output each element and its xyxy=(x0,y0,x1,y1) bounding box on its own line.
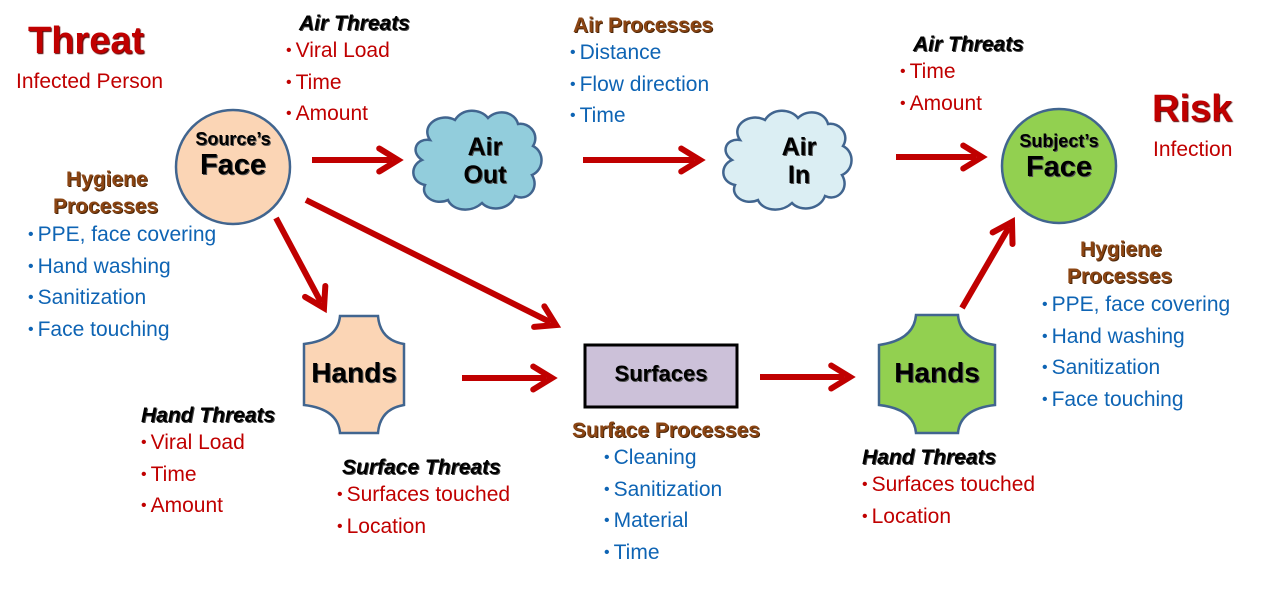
surface-processes: Surface Processes Cleaning Sanitization … xyxy=(572,419,760,569)
hand-threats-subject-heading: Hand Threats xyxy=(862,446,997,469)
list-item: PPE, face covering xyxy=(28,220,217,252)
arrowhead-icon xyxy=(531,303,562,330)
list-item: Material xyxy=(604,506,760,538)
surface-threats: Surface Threats Surfaces touched Locatio… xyxy=(337,456,510,543)
list-item: Viral Load xyxy=(141,428,275,460)
list-item: Hand washing xyxy=(1042,322,1230,354)
hygiene-source-heading-line1: Hygiene xyxy=(66,168,148,191)
list-item: Distance xyxy=(570,38,713,70)
arrowhead-icon xyxy=(960,142,988,172)
source-face-label: Source’s Face xyxy=(176,129,290,182)
air-in-line2: In xyxy=(787,160,811,189)
list-item: Sanitization xyxy=(604,475,760,507)
list-item: Flow direction xyxy=(570,70,713,102)
surface-threats-list: Surfaces touched Location xyxy=(337,480,510,543)
threat-title: Threat xyxy=(28,20,145,62)
hand-threats-subject: Hand Threats Surfaces touched Location xyxy=(862,446,1035,533)
list-item: Time xyxy=(286,68,410,100)
list-item: Cleaning xyxy=(604,443,760,475)
subject-face-line2: Face xyxy=(1025,150,1093,183)
arrow-source-face-to-surfaces xyxy=(304,197,552,325)
subject-hands-label: Hands xyxy=(894,357,980,388)
list-item: Face touching xyxy=(1042,385,1230,417)
list-item: Time xyxy=(141,460,275,492)
air-threats-subject-heading: Air Threats xyxy=(913,33,1024,56)
subject-face-line1: Subject’s xyxy=(1019,131,1099,151)
list-item: Location xyxy=(337,512,510,544)
air-threats-source-list: Viral Load Time Amount xyxy=(286,36,410,131)
hygiene-source-list: PPE, face covering Hand washing Sanitiza… xyxy=(28,220,217,347)
arrow-subject-hands-to-subject-face xyxy=(959,225,1012,310)
arrowhead-icon xyxy=(376,145,404,175)
list-item: Amount xyxy=(141,491,275,523)
arrowhead-icon xyxy=(678,145,706,175)
list-item: Surfaces touched xyxy=(337,480,510,512)
surfaces-node xyxy=(583,343,739,409)
arrow-source-face-to-source-hands xyxy=(273,216,324,305)
list-item: Sanitization xyxy=(28,283,216,315)
list-item: Time xyxy=(604,538,760,570)
air-processes-list: Distance Flow direction Time xyxy=(570,38,713,133)
list-item: Time xyxy=(570,101,713,133)
source-face-line2: Face xyxy=(199,148,267,181)
surface-threats-heading: Surface Threats xyxy=(342,456,501,479)
source-face-line1: Source’s xyxy=(195,129,271,149)
arrowhead-icon xyxy=(989,217,1016,247)
air-threats-source: Air Threats Viral Load Time Amount xyxy=(286,12,410,131)
air-in-line1: Air xyxy=(781,133,817,161)
hand-threats-subject-list: Surfaces touched Location xyxy=(862,470,1035,533)
list-item: Sanitization xyxy=(1042,353,1230,385)
hand-threats-source-list: Viral Load Time Amount xyxy=(141,428,275,523)
list-item: PPE, face covering xyxy=(1042,290,1231,322)
surface-processes-list: Cleaning Sanitization Material Time xyxy=(604,443,760,569)
surface-processes-heading: Surface Processes xyxy=(572,419,760,442)
subject-hands-node xyxy=(877,313,997,435)
list-item: Face touching xyxy=(28,315,216,347)
air-processes-heading: Air Processes xyxy=(573,14,714,37)
air-out-cloud xyxy=(412,109,543,211)
arrowhead-icon xyxy=(530,363,558,393)
source-face-node xyxy=(174,108,292,226)
source-hands-node xyxy=(302,314,406,435)
subject-face-label: Subject’s Face xyxy=(1002,131,1116,184)
list-item: Surfaces touched xyxy=(862,470,1035,502)
risk-subtitle: Infection xyxy=(1153,138,1233,161)
air-threats-subject: Air Threats Time Amount xyxy=(900,33,1024,120)
source-hands-label: Hands xyxy=(311,357,397,388)
list-item: Amount xyxy=(900,89,1024,121)
threat-subtitle: Infected Person xyxy=(16,70,164,93)
hygiene-processes-source: Hygiene Processes PPE, face covering Han… xyxy=(28,166,217,347)
list-item: Amount xyxy=(286,99,410,131)
surfaces-label: Surfaces xyxy=(614,361,708,386)
subject-face-node xyxy=(1000,107,1118,225)
air-out-line2: Out xyxy=(463,160,507,189)
hygiene-subject-list: PPE, face covering Hand washing Sanitiza… xyxy=(1042,290,1231,417)
list-item: Location xyxy=(862,502,1035,534)
air-out-label: Air Out xyxy=(440,133,530,189)
hygiene-subject-heading-line1: Hygiene xyxy=(1080,238,1162,261)
air-in-label: Air In xyxy=(754,133,844,189)
list-item: Time xyxy=(900,57,1024,89)
hand-threats-source: Hand Threats Viral Load Time Amount xyxy=(141,404,275,523)
air-threats-subject-list: Time Amount xyxy=(900,57,1024,120)
air-processes: Air Processes Distance Flow direction Ti… xyxy=(570,14,713,133)
risk-title: Risk xyxy=(1152,88,1233,130)
arrows-group xyxy=(273,142,1016,393)
hygiene-source-heading-line2: Processes xyxy=(53,195,159,218)
arrowhead-icon xyxy=(828,362,856,392)
list-item: Viral Load xyxy=(286,36,410,68)
air-in-cloud xyxy=(722,109,853,211)
list-item: Hand washing xyxy=(28,252,216,284)
hygiene-subject-heading-line2: Processes xyxy=(1067,265,1173,288)
hand-threats-source-heading: Hand Threats xyxy=(141,404,276,427)
arrowhead-icon xyxy=(302,283,329,314)
air-threats-source-heading: Air Threats xyxy=(299,12,410,35)
hygiene-processes-subject: Hygiene Processes PPE, face covering Han… xyxy=(1042,236,1231,417)
air-out-line1: Air xyxy=(467,133,503,161)
